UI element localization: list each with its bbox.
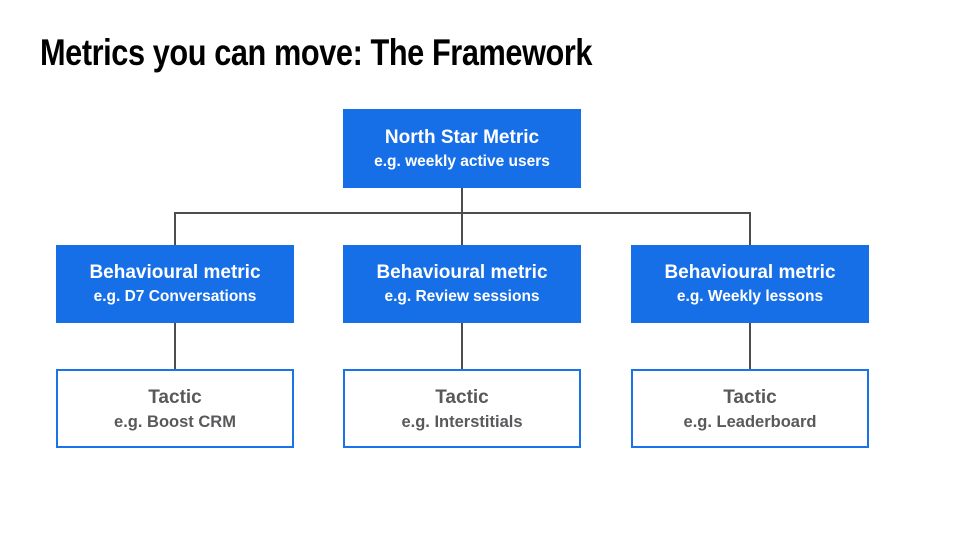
tactic-example: e.g. Interstitials — [401, 412, 523, 431]
connector-metric-to-tactic — [461, 323, 463, 369]
metric-example: e.g. Weekly lessons — [676, 288, 824, 305]
connector-horizontal-bus — [174, 212, 750, 214]
north-star-label: North Star Metric — [384, 126, 540, 148]
metric-label: Behavioural metric — [376, 262, 548, 283]
metric-example: e.g. Review sessions — [384, 288, 540, 305]
node-behavioural-metric-2: Behavioural metric e.g. Review sessions — [343, 245, 581, 323]
tactic-example: e.g. Leaderboard — [683, 412, 817, 431]
node-tactic-1: Tactic e.g. Boost CRM — [56, 369, 294, 448]
metric-example: e.g. D7 Conversations — [93, 288, 257, 305]
slide-title: Metrics you can move: The Framework — [40, 32, 593, 73]
tactic-label: Tactic — [148, 386, 202, 408]
metric-label: Behavioural metric — [664, 262, 836, 283]
node-tactic-2: Tactic e.g. Interstitials — [343, 369, 581, 448]
node-behavioural-metric-1: Behavioural metric e.g. D7 Conversations — [56, 245, 294, 323]
connector-right-vertical — [749, 212, 751, 245]
connector-metric-to-tactic — [749, 323, 751, 369]
node-tactic-3: Tactic e.g. Leaderboard — [631, 369, 869, 448]
north-star-example: e.g. weekly active users — [374, 152, 550, 170]
tactic-label: Tactic — [723, 386, 777, 408]
tactic-label: Tactic — [435, 386, 489, 408]
connector-left-vertical — [174, 212, 176, 245]
node-north-star-metric: North Star Metric e.g. weekly active use… — [343, 109, 581, 188]
node-behavioural-metric-3: Behavioural metric e.g. Weekly lessons — [631, 245, 869, 323]
connector-metric-to-tactic — [174, 323, 176, 369]
connector-root-vertical — [461, 188, 463, 245]
tactic-example: e.g. Boost CRM — [114, 412, 236, 431]
metric-label: Behavioural metric — [89, 262, 261, 283]
